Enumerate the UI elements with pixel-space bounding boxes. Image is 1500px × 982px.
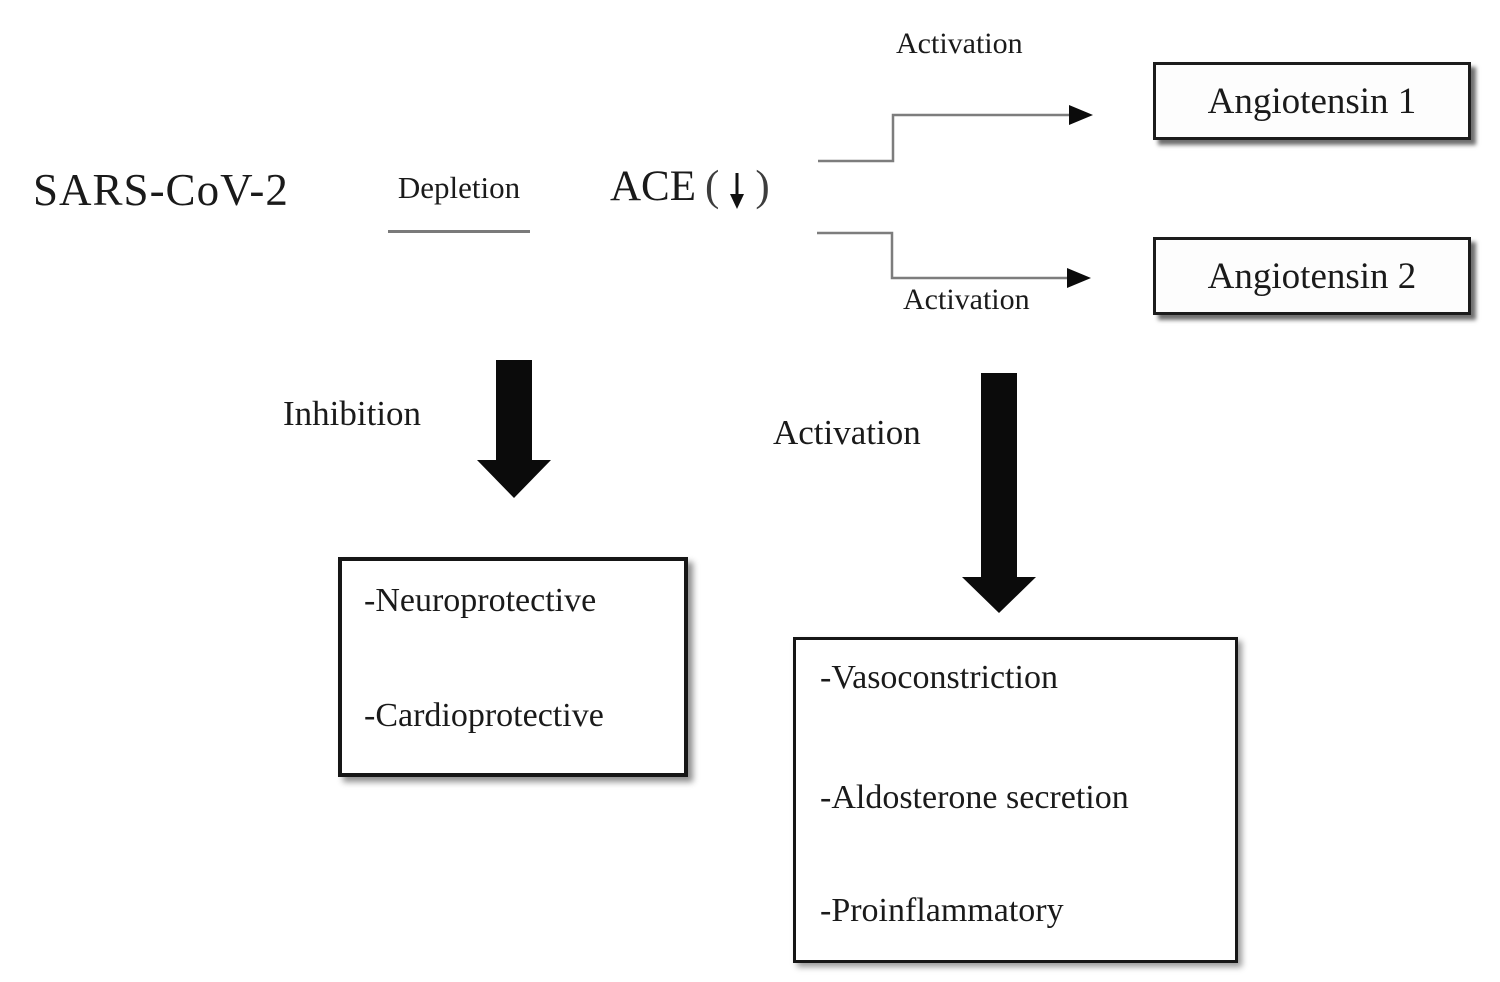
angiotensin-1-label: Angiotensin 1	[1207, 80, 1417, 122]
effect-proinflammatory: -Proinflammatory	[820, 892, 1064, 929]
arrowhead-bottom-icon	[1067, 268, 1091, 288]
inhibition-block-arrow-icon	[477, 360, 551, 498]
arrowhead-top-icon	[1069, 105, 1093, 125]
fork-bottom-activation-label: Activation	[903, 283, 1030, 316]
angiotensin-2-box: Angiotensin 2	[1153, 237, 1471, 315]
fork-line-bottom	[817, 231, 1070, 280]
activation-label: Activation	[773, 413, 921, 452]
ace-label: ACE	[610, 163, 696, 210]
activation-effects-box: -Vasoconstriction -Aldosterone secretion…	[793, 637, 1238, 963]
effect-cardioprotective: -Cardioprotective	[364, 697, 604, 734]
effect-vasoconstriction: -Vasoconstriction	[820, 659, 1058, 696]
ace-paren-open: (	[705, 163, 720, 210]
angiotensin-1-box: Angiotensin 1	[1153, 62, 1471, 140]
depletion-underline	[388, 230, 530, 233]
ace-node: ACE ( )	[610, 162, 770, 221]
fork-line-top	[818, 113, 1072, 163]
inhibition-effects-box: -Neuroprotective -Cardioprotective	[338, 557, 688, 777]
effect-neuroprotective: -Neuroprotective	[364, 582, 597, 619]
angiotensin-2-label: Angiotensin 2	[1207, 255, 1417, 297]
activation-block-arrow-icon	[962, 373, 1036, 613]
sars-cov-2-label: SARS-CoV-2	[33, 165, 289, 215]
ace-paren-close: )	[755, 163, 770, 210]
depletion-label: Depletion	[397, 170, 521, 205]
effect-aldosterone-secretion: -Aldosterone secretion	[820, 779, 1129, 816]
inhibition-label: Inhibition	[283, 394, 422, 433]
ace-down-arrow-icon	[728, 162, 746, 221]
fork-top-activation-label: Activation	[896, 27, 1023, 60]
